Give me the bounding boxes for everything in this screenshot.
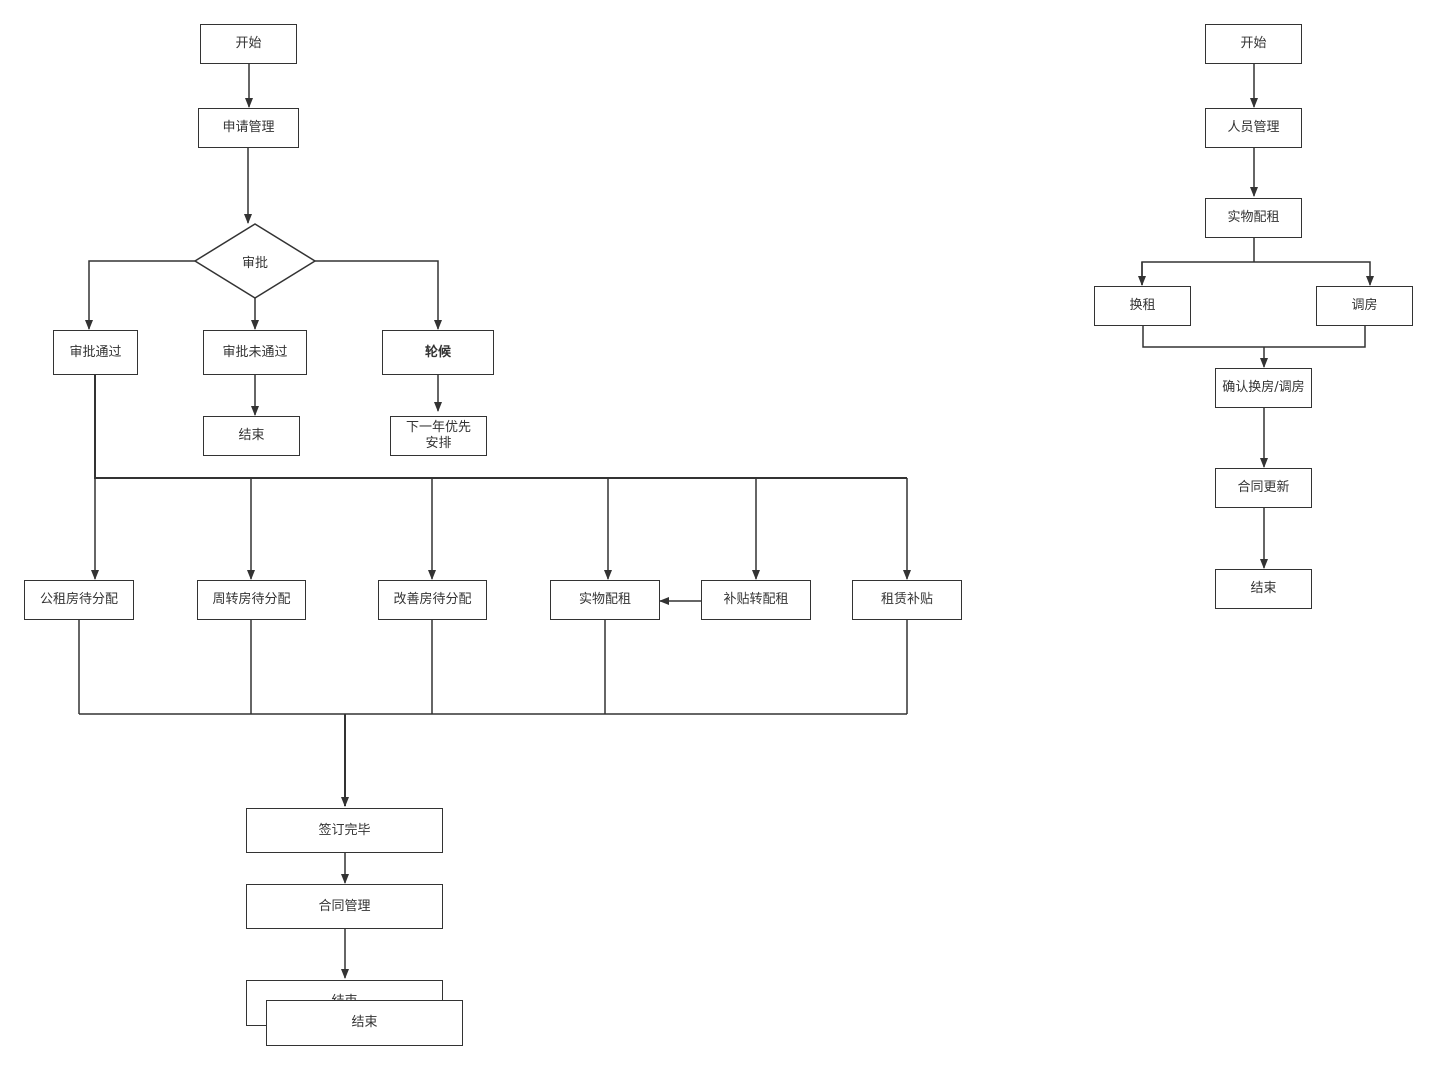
node-improvement-allocation-label: 改善房待分配 <box>393 592 472 607</box>
node-start: 开始 <box>200 24 297 64</box>
edge-review-waiting <box>315 260 442 330</box>
node-end-front-label: 结束 <box>351 1015 378 1030</box>
node-review-failed: 审批未通过 <box>203 330 307 375</box>
node2-rent-change-label: 换租 <box>1129 298 1156 313</box>
node2-confirm: 确认换房/调房 <box>1215 368 1312 408</box>
review-decision-shape <box>193 223 317 299</box>
node-review: 审批 <box>215 248 295 274</box>
node-apply-management: 申请管理 <box>198 108 299 148</box>
node-next-year-priority-label: 下一年优先安排 <box>405 420 471 451</box>
node-subsidy-to-rental-label: 补贴转配租 <box>723 592 789 607</box>
node2-contract-update-label: 合同更新 <box>1237 480 1290 495</box>
node2-physical-rental: 实物配租 <box>1205 198 1302 238</box>
node-review-passed: 审批通过 <box>53 330 138 375</box>
node2-end: 结束 <box>1215 569 1312 609</box>
node-turnover-allocation-label: 周转房待分配 <box>212 592 291 607</box>
node2-physical-rental-label: 实物配租 <box>1227 210 1280 225</box>
node2-personnel-management-label: 人员管理 <box>1227 120 1280 135</box>
node-apply-management-label: 申请管理 <box>222 120 275 135</box>
node-waiting-label: 轮候 <box>424 344 451 360</box>
node-contract-management-label: 合同管理 <box>318 898 371 914</box>
node-review-label: 审批 <box>241 255 268 271</box>
node-review-passed-label: 审批通过 <box>69 344 122 360</box>
node2-end-label: 结束 <box>1250 581 1277 596</box>
node-end-front: 结束 <box>266 1000 463 1046</box>
edge2-merge <box>1142 326 1366 348</box>
node-signing-done-label: 签订完毕 <box>318 822 371 838</box>
node-public-rental-allocation: 公租房待分配 <box>24 580 134 620</box>
node-rental-subsidy: 租赁补贴 <box>852 580 962 620</box>
node-contract-management: 合同管理 <box>246 884 443 929</box>
node-subsidy-to-rental: 补贴转配租 <box>701 580 811 620</box>
node2-start: 开始 <box>1205 24 1302 64</box>
node-improvement-allocation: 改善房待分配 <box>378 580 487 620</box>
node-rental-subsidy-label: 租赁补贴 <box>880 592 933 607</box>
node-waiting: 轮候 <box>382 330 494 375</box>
node-public-rental-allocation-label: 公租房待分配 <box>39 592 118 607</box>
node-signing-done: 签订完毕 <box>246 808 443 853</box>
node-turnover-allocation: 周转房待分配 <box>197 580 306 620</box>
node2-personnel-management: 人员管理 <box>1205 108 1302 148</box>
node2-room-transfer: 调房 <box>1316 286 1413 326</box>
node-physical-rental: 实物配租 <box>550 580 660 620</box>
node-end-failed-label: 结束 <box>238 428 265 443</box>
node2-start-label: 开始 <box>1240 36 1267 51</box>
edge2-split-rent-change <box>1141 261 1374 286</box>
node-start-label: 开始 <box>235 36 262 51</box>
node2-rent-change: 换租 <box>1094 286 1191 326</box>
node2-contract-update: 合同更新 <box>1215 468 1312 508</box>
node-review-failed-label: 审批未通过 <box>222 344 288 360</box>
node2-confirm-label: 确认换房/调房 <box>1222 380 1305 395</box>
edge-review-passed <box>85 260 195 330</box>
node-next-year-priority: 下一年优先安排 <box>390 416 487 456</box>
node-end-failed: 结束 <box>203 416 300 456</box>
node-physical-rental-label: 实物配租 <box>578 592 631 607</box>
node2-room-transfer-label: 调房 <box>1351 298 1378 313</box>
